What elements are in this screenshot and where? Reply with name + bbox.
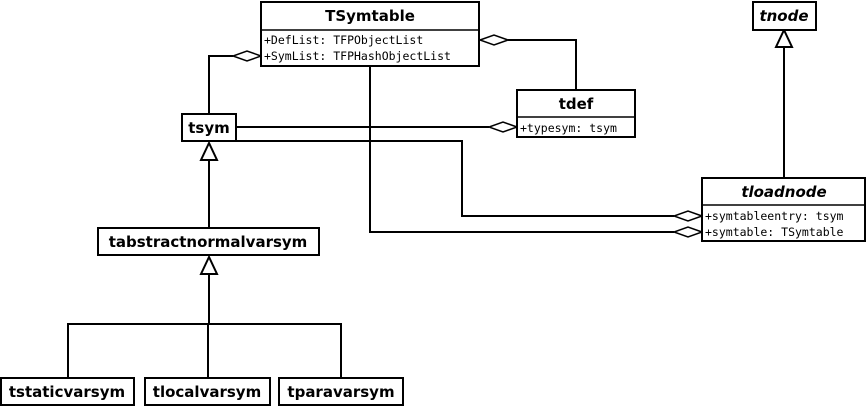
aggregation-diamond-icon: [477, 34, 511, 46]
class-attribute: +symtable: TSymtable: [705, 225, 844, 239]
class-tdef[interactable]: tdef +typesym: tsym: [516, 89, 636, 138]
inheritance-arrow-icon: [199, 254, 219, 275]
edge-tdef-tsymtable: [477, 34, 577, 90]
edge-tsym-tsymtable: [208, 50, 264, 114]
edge-tsym-tdef: [236, 121, 520, 133]
aggregation-diamond-icon: [671, 210, 705, 222]
class-attribute: +symtableentry: tsym: [705, 209, 844, 223]
class-name: tlocalvarsym: [153, 383, 261, 401]
class-tsymtable[interactable]: TSymtable +DefList: TFPObjectList +SymLi…: [260, 1, 480, 67]
edge-tloadnode-tnode: [774, 27, 794, 178]
class-tsym[interactable]: tsym: [181, 113, 237, 142]
class-name: tsym: [188, 119, 230, 137]
aggregation-diamond-icon: [486, 121, 520, 133]
class-attribute: +DefList: TFPObjectList: [264, 33, 423, 47]
aggregation-diamond-icon: [230, 50, 264, 62]
edge-tsym-tloadnode: [236, 140, 705, 222]
inheritance-arrow-icon: [199, 140, 219, 161]
class-name: tstaticvarsym: [9, 383, 125, 401]
edge-varsyms-tabstractnormalvarsym: [67, 254, 342, 378]
class-tlocalvarsym[interactable]: tlocalvarsym: [144, 377, 271, 406]
edge-tabstractnormalvarsym-tsym: [199, 140, 219, 228]
class-attribute: +typesym: tsym: [520, 121, 617, 135]
class-name: tloadnode: [741, 183, 826, 201]
class-name: tnode: [759, 7, 808, 25]
class-tnode[interactable]: tnode: [752, 1, 817, 31]
class-name: tabstractnormalvarsym: [109, 233, 308, 251]
inheritance-arrow-icon: [774, 27, 794, 48]
class-attribute: +SymList: TFPHashObjectList: [264, 49, 451, 63]
class-name: TSymtable: [325, 7, 415, 25]
class-tloadnode[interactable]: tloadnode +symtableentry: tsym +symtable…: [701, 177, 866, 242]
class-tparavarsym[interactable]: tparavarsym: [278, 377, 404, 406]
aggregation-diamond-icon: [671, 226, 705, 238]
class-tabstractnormalvarsym[interactable]: tabstractnormalvarsym: [97, 227, 320, 256]
edge-tsymtable-tloadnode: [369, 66, 705, 238]
class-name: tdef: [559, 95, 594, 113]
class-tstaticvarsym[interactable]: tstaticvarsym: [0, 377, 135, 406]
class-name: tparavarsym: [287, 383, 394, 401]
